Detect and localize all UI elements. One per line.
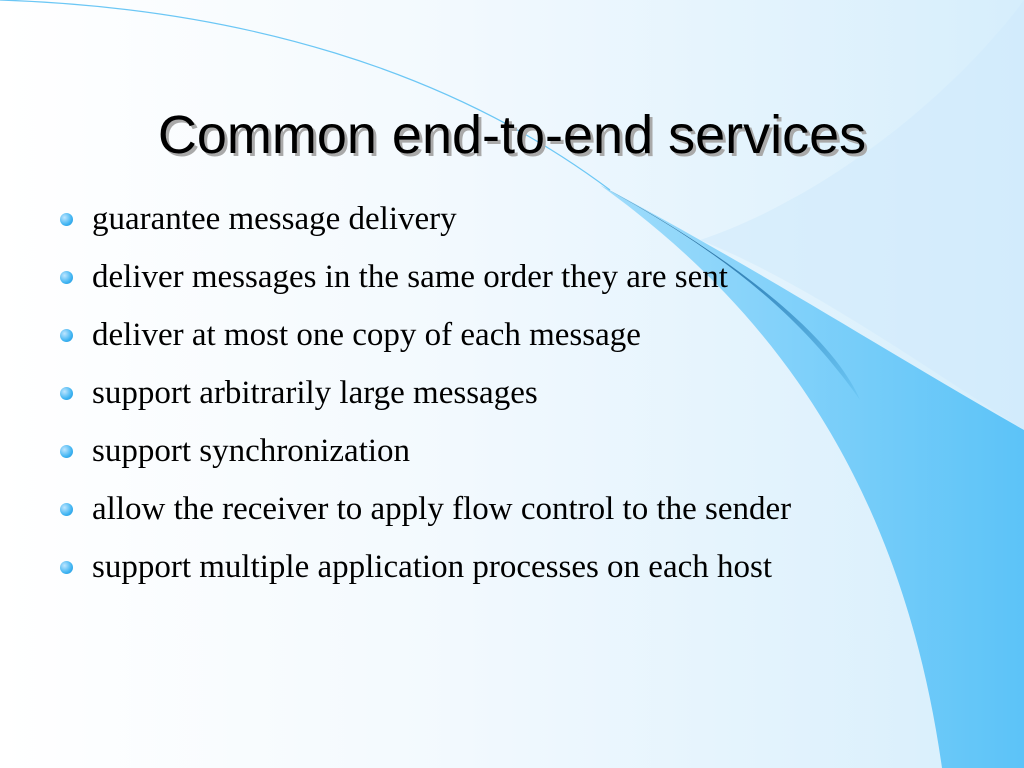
- bullet-dot-icon: [60, 561, 73, 574]
- bullet-dot-icon: [60, 503, 73, 516]
- bullet-dot-icon: [60, 387, 73, 400]
- bullet-item: support multiple application processes o…: [56, 543, 956, 601]
- bullet-text: allow the receiver to apply flow control…: [92, 491, 792, 527]
- bullet-text: deliver at most one copy of each message: [92, 317, 641, 353]
- swoosh-light-band: [600, 185, 1024, 768]
- bullet-item: deliver at most one copy of each message: [56, 311, 956, 369]
- bullet-dot-icon: [60, 271, 73, 284]
- bullet-dot-icon: [60, 213, 73, 226]
- bullet-dot-icon: [60, 445, 73, 458]
- bullet-text: support arbitrarily large messages: [92, 375, 538, 411]
- bullet-text: guarantee message delivery: [92, 201, 457, 237]
- bullet-text: support multiple application processes o…: [92, 549, 773, 585]
- bullet-item: support synchronization: [56, 427, 956, 485]
- bullet-item: guarantee message delivery: [56, 195, 956, 253]
- swoosh-pale-arc: [700, 0, 1024, 430]
- bullet-item: deliver messages in the same order they …: [56, 253, 956, 311]
- bullet-item: support arbitrarily large messages: [56, 369, 956, 427]
- swoosh-thin-line: [0, 0, 611, 191]
- bullet-item: allow the receiver to apply flow control…: [56, 485, 956, 543]
- slide-title: Common end-to-end services: [157, 105, 867, 165]
- bullet-text: deliver messages in the same order they …: [92, 259, 728, 295]
- bullet-dot-icon: [60, 329, 73, 342]
- bullet-text: support synchronization: [92, 433, 411, 469]
- bullet-list: guarantee message delivery deliver messa…: [56, 195, 956, 601]
